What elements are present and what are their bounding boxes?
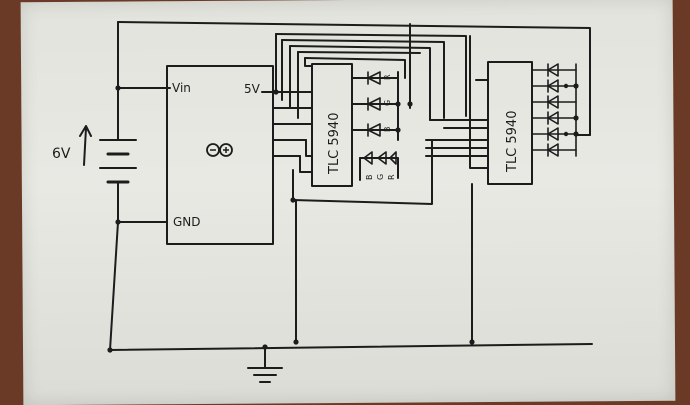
ground-rail	[109, 343, 593, 351]
five-v-label: 5V	[244, 82, 261, 96]
led-bottom-label-b: B	[365, 175, 374, 181]
led-label-g: G	[383, 100, 392, 106]
led-group1	[363, 71, 397, 165]
top-power-rail	[117, 21, 591, 136]
ic1-label: TLC 5940	[327, 113, 342, 175]
battery-symbol	[99, 139, 137, 184]
junction-dots	[107, 83, 579, 353]
led-group2	[531, 63, 577, 157]
arduino-logo	[206, 143, 233, 157]
gnd-label: GND	[173, 215, 201, 229]
vin-label: Vin	[172, 81, 191, 95]
ic2-body	[487, 61, 533, 185]
ic2-label: TLC 5940	[505, 111, 520, 173]
led-label-r: R	[383, 74, 392, 80]
ground-left-wire	[109, 221, 119, 351]
battery-voltage-label: 6V	[52, 146, 71, 162]
ic1-body	[311, 63, 353, 187]
voltage-arrow	[79, 125, 92, 166]
led-bottom-label-g: G	[376, 174, 385, 180]
ground-symbol	[247, 347, 283, 383]
led-bottom-label-r: R	[387, 174, 396, 180]
led-label-b: B	[383, 127, 392, 133]
